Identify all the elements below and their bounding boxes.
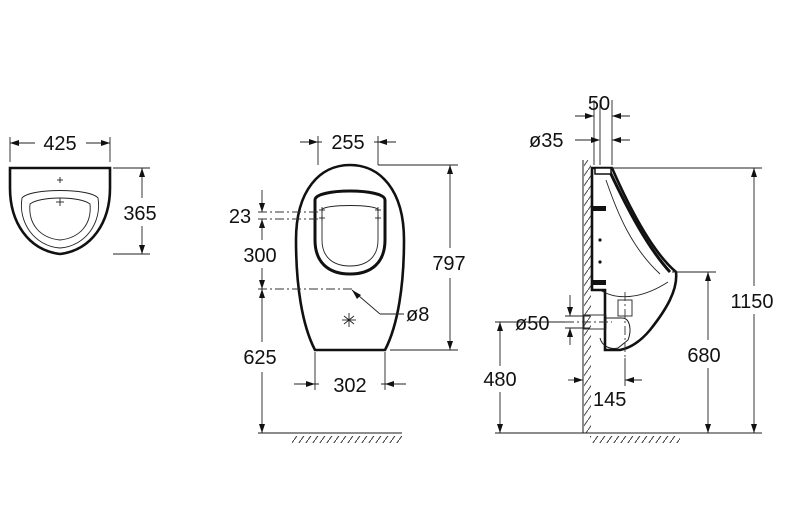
- side-view-outlet-label: ø50: [515, 313, 549, 335]
- front-view-gap-label: 23: [229, 206, 251, 228]
- front-view-top-width-label: 255: [331, 132, 364, 154]
- top-view-bowl-inner: [20, 190, 100, 249]
- top-view-width-label: 425: [43, 133, 76, 155]
- side-view-inlet-label: ø35: [529, 130, 563, 152]
- side-view-projection-label: 145: [593, 389, 626, 411]
- top-view-depth-label: 365: [123, 203, 156, 225]
- top-view-drain-icon: [56, 177, 64, 206]
- front-view-drain-icon: [342, 313, 356, 327]
- front-view-body-outline: [294, 163, 406, 352]
- top-view-bowl-outline: [8, 166, 112, 256]
- side-view-urinal-outline: [590, 166, 678, 352]
- side-view-outlet-height-label: 480: [483, 369, 516, 391]
- front-view-mounting-holes-icon: [319, 207, 381, 221]
- front-view: 255 23: [229, 132, 466, 443]
- front-view-hole-label: ø8: [406, 304, 429, 326]
- front-view-height-label: 797: [432, 253, 465, 275]
- top-view: 425 365: [8, 133, 157, 256]
- front-view-spacing-label: 300: [243, 245, 276, 267]
- front-view-bowl: [313, 189, 387, 276]
- front-view-floor-height-label: 625: [243, 347, 276, 369]
- side-view: 50 ø35 ø50: [483, 93, 774, 443]
- front-view-bottom-width-label: 302: [333, 375, 366, 397]
- side-view-lip-height-label: 680: [687, 345, 720, 367]
- front-view-floor-hatch: [292, 436, 402, 443]
- side-view-pipe-offset-label: 50: [588, 93, 610, 115]
- side-view-total-height-label: 1150: [730, 291, 773, 313]
- side-view-trap: [565, 292, 633, 360]
